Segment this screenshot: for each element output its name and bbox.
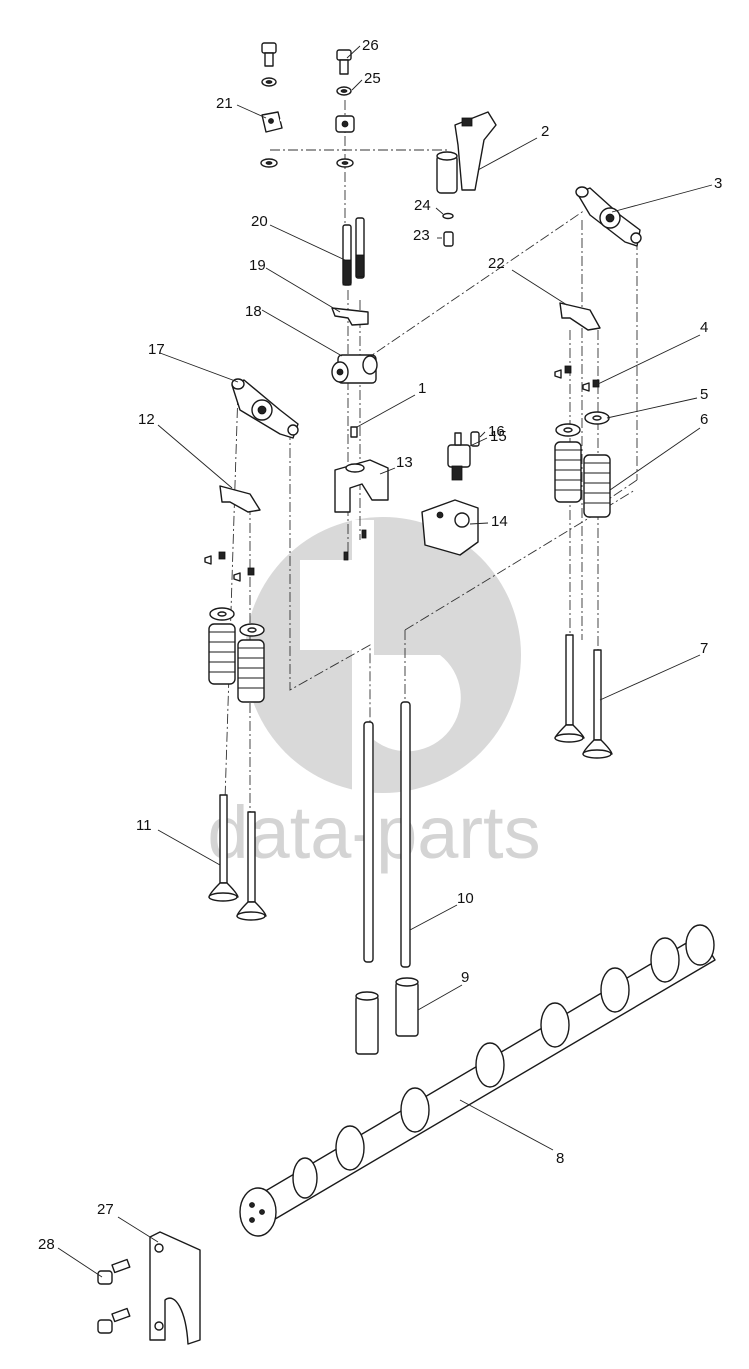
rocker-arm-left xyxy=(231,378,299,439)
spring-retainer-hole xyxy=(247,627,257,633)
sealing-washer-hole xyxy=(341,161,349,165)
rocker-shaft-bracket xyxy=(331,354,378,384)
callout-28: 28 xyxy=(38,1236,55,1253)
spring-retainer-hole xyxy=(592,415,602,421)
callout-14: 14 xyxy=(491,513,508,530)
callout-13: 13 xyxy=(396,454,413,471)
studs xyxy=(342,217,365,286)
thrust-plate-hole xyxy=(154,1321,164,1331)
thrust-plate xyxy=(149,1231,201,1345)
sealing-washer-hole xyxy=(265,161,273,165)
callout-19: 19 xyxy=(249,257,266,274)
valves-right xyxy=(554,634,613,759)
callouts: 1 2 3 4 5 6 7 8 9 10 11 12 13 14 15 16 1… xyxy=(38,37,722,1253)
oil-pipe xyxy=(261,101,355,133)
callout-23: 23 xyxy=(413,227,430,244)
spring-retainer-hole xyxy=(563,427,573,433)
watermark: data-parts xyxy=(207,517,541,874)
pump-housing xyxy=(421,499,479,556)
callout-9: 9 xyxy=(461,969,469,986)
callout-24: 24 xyxy=(414,197,431,214)
valve-bridge-right xyxy=(559,302,601,331)
callout-15: 15 xyxy=(490,428,507,445)
callout-4: 4 xyxy=(700,319,708,336)
set-pin xyxy=(343,551,349,561)
callout-3: 3 xyxy=(714,175,722,192)
small-pin xyxy=(350,426,358,438)
callout-6: 6 xyxy=(700,411,708,428)
banjo-bolt-left xyxy=(261,42,277,67)
callout-17: 17 xyxy=(148,341,165,358)
callout-26: 26 xyxy=(362,37,379,54)
set-pin xyxy=(361,529,367,539)
callout-16: 16 xyxy=(488,423,505,440)
valves-left xyxy=(208,794,267,921)
banjo-bolt-right xyxy=(336,49,352,75)
watermark-text: data-parts xyxy=(207,791,540,874)
sealing-washer-hole xyxy=(265,80,273,84)
callout-21: 21 xyxy=(216,95,233,112)
callout-8: 8 xyxy=(556,1150,564,1167)
assembly-lines xyxy=(224,100,638,815)
callout-7: 7 xyxy=(700,640,708,657)
tappets xyxy=(355,977,419,1055)
valve-springs xyxy=(208,441,611,703)
valve-cotters xyxy=(204,365,600,582)
callout-12: 12 xyxy=(138,411,155,428)
spring-retainer-hole xyxy=(217,611,227,617)
leader-lines xyxy=(57,45,713,1278)
unit-pump xyxy=(447,432,471,481)
callout-18: 18 xyxy=(245,303,262,320)
callout-20: 20 xyxy=(251,213,268,230)
callout-2: 2 xyxy=(541,123,549,140)
rocker-arm-right xyxy=(575,186,642,247)
o-ring xyxy=(442,212,454,220)
dowel-pin xyxy=(443,231,454,247)
retaining-bracket xyxy=(331,307,369,326)
valve-bridge-left xyxy=(219,485,261,513)
callout-25: 25 xyxy=(364,70,381,87)
callout-22: 22 xyxy=(488,255,505,272)
rocker-pedestal xyxy=(334,459,389,513)
callout-11: 11 xyxy=(136,817,152,834)
callout-1: 1 xyxy=(418,380,426,397)
thrust-plate-hole xyxy=(154,1243,164,1253)
callout-10: 10 xyxy=(457,890,474,907)
callout-27: 27 xyxy=(97,1201,114,1218)
callout-5: 5 xyxy=(700,386,708,403)
camshaft xyxy=(239,924,716,1237)
sealing-washer-hole xyxy=(340,89,348,93)
rocker-shaft-support xyxy=(436,111,497,194)
hex-bolts xyxy=(97,1258,131,1334)
push-rods xyxy=(363,701,411,968)
